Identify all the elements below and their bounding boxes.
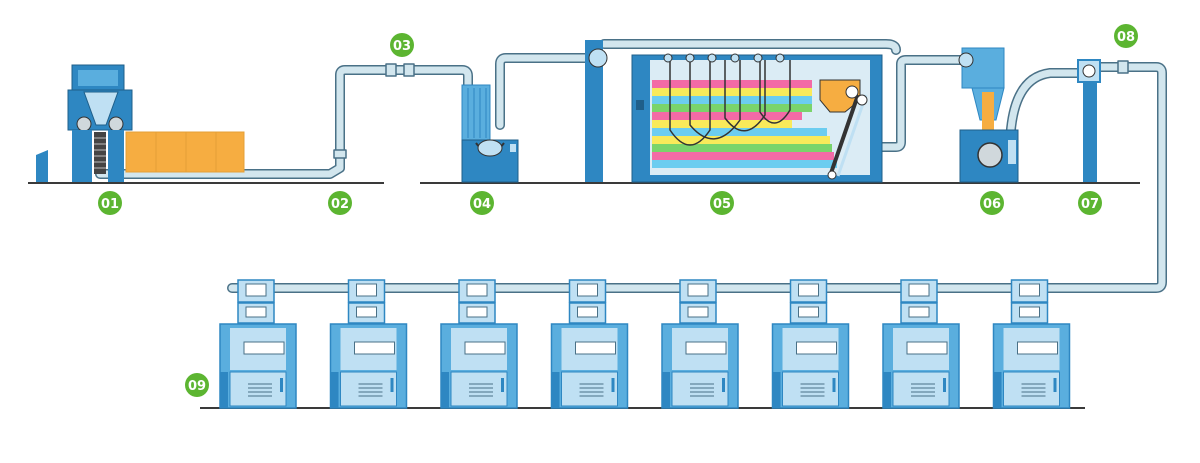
pipe-joint [403,63,415,77]
badge-04-label: 04 [473,197,491,212]
badge-05-label: 05 [713,197,731,212]
carding-machine [771,279,850,409]
cotton-bale [155,131,187,173]
badge-01-label: 01 [101,197,119,212]
badge-07: 07 [1078,191,1102,215]
pipe-joint [333,149,347,159]
pipe-joint [385,63,397,77]
fan-icon [1082,64,1096,78]
station-bale-opener [36,64,245,182]
badge-03-label: 03 [393,39,411,54]
badge-06-label: 06 [983,197,1001,212]
badge-09: 09 [185,373,209,397]
fan-icon [958,52,974,68]
badge-02: 02 [328,191,352,215]
station-cleaner [461,84,519,183]
carding-machine [992,279,1071,409]
cotton-bales [125,131,245,173]
badge-08: 08 [1114,24,1138,48]
carding-machine-row [219,279,1071,409]
blend-layers [652,80,837,168]
pipe-06-07 [1005,68,1085,155]
badge-02-label: 02 [331,197,349,212]
badge-01: 01 [98,191,122,215]
carding-machine [329,279,408,409]
carding-machine [219,279,297,409]
cotton-bale [125,131,157,173]
cotton-bale [215,131,245,173]
fan-icon [588,48,608,68]
badge-07-label: 07 [1081,197,1099,212]
badge-06: 06 [980,191,1004,215]
badge-09-label: 09 [188,379,206,394]
pipe-04-05 [495,53,601,130]
carding-machine [550,279,629,409]
pipe-joint [1117,60,1129,74]
station-badges: 01 02 03 04 05 06 07 08 [98,24,1138,397]
badge-03: 03 [390,33,414,57]
carding-machine [440,279,518,409]
carding-machine [661,279,739,409]
badge-08-label: 08 [1117,30,1135,45]
carding-machine [882,279,960,409]
badge-04: 04 [470,191,494,215]
cotton-bale [185,131,217,173]
gear-icon [856,94,868,106]
station-fine-opener [958,47,1019,183]
station-transport-fan [1077,59,1101,182]
pipe-network [95,39,1167,293]
badge-05: 05 [710,191,734,215]
station-blending-mixer [585,40,883,183]
gear-icon [845,85,859,99]
